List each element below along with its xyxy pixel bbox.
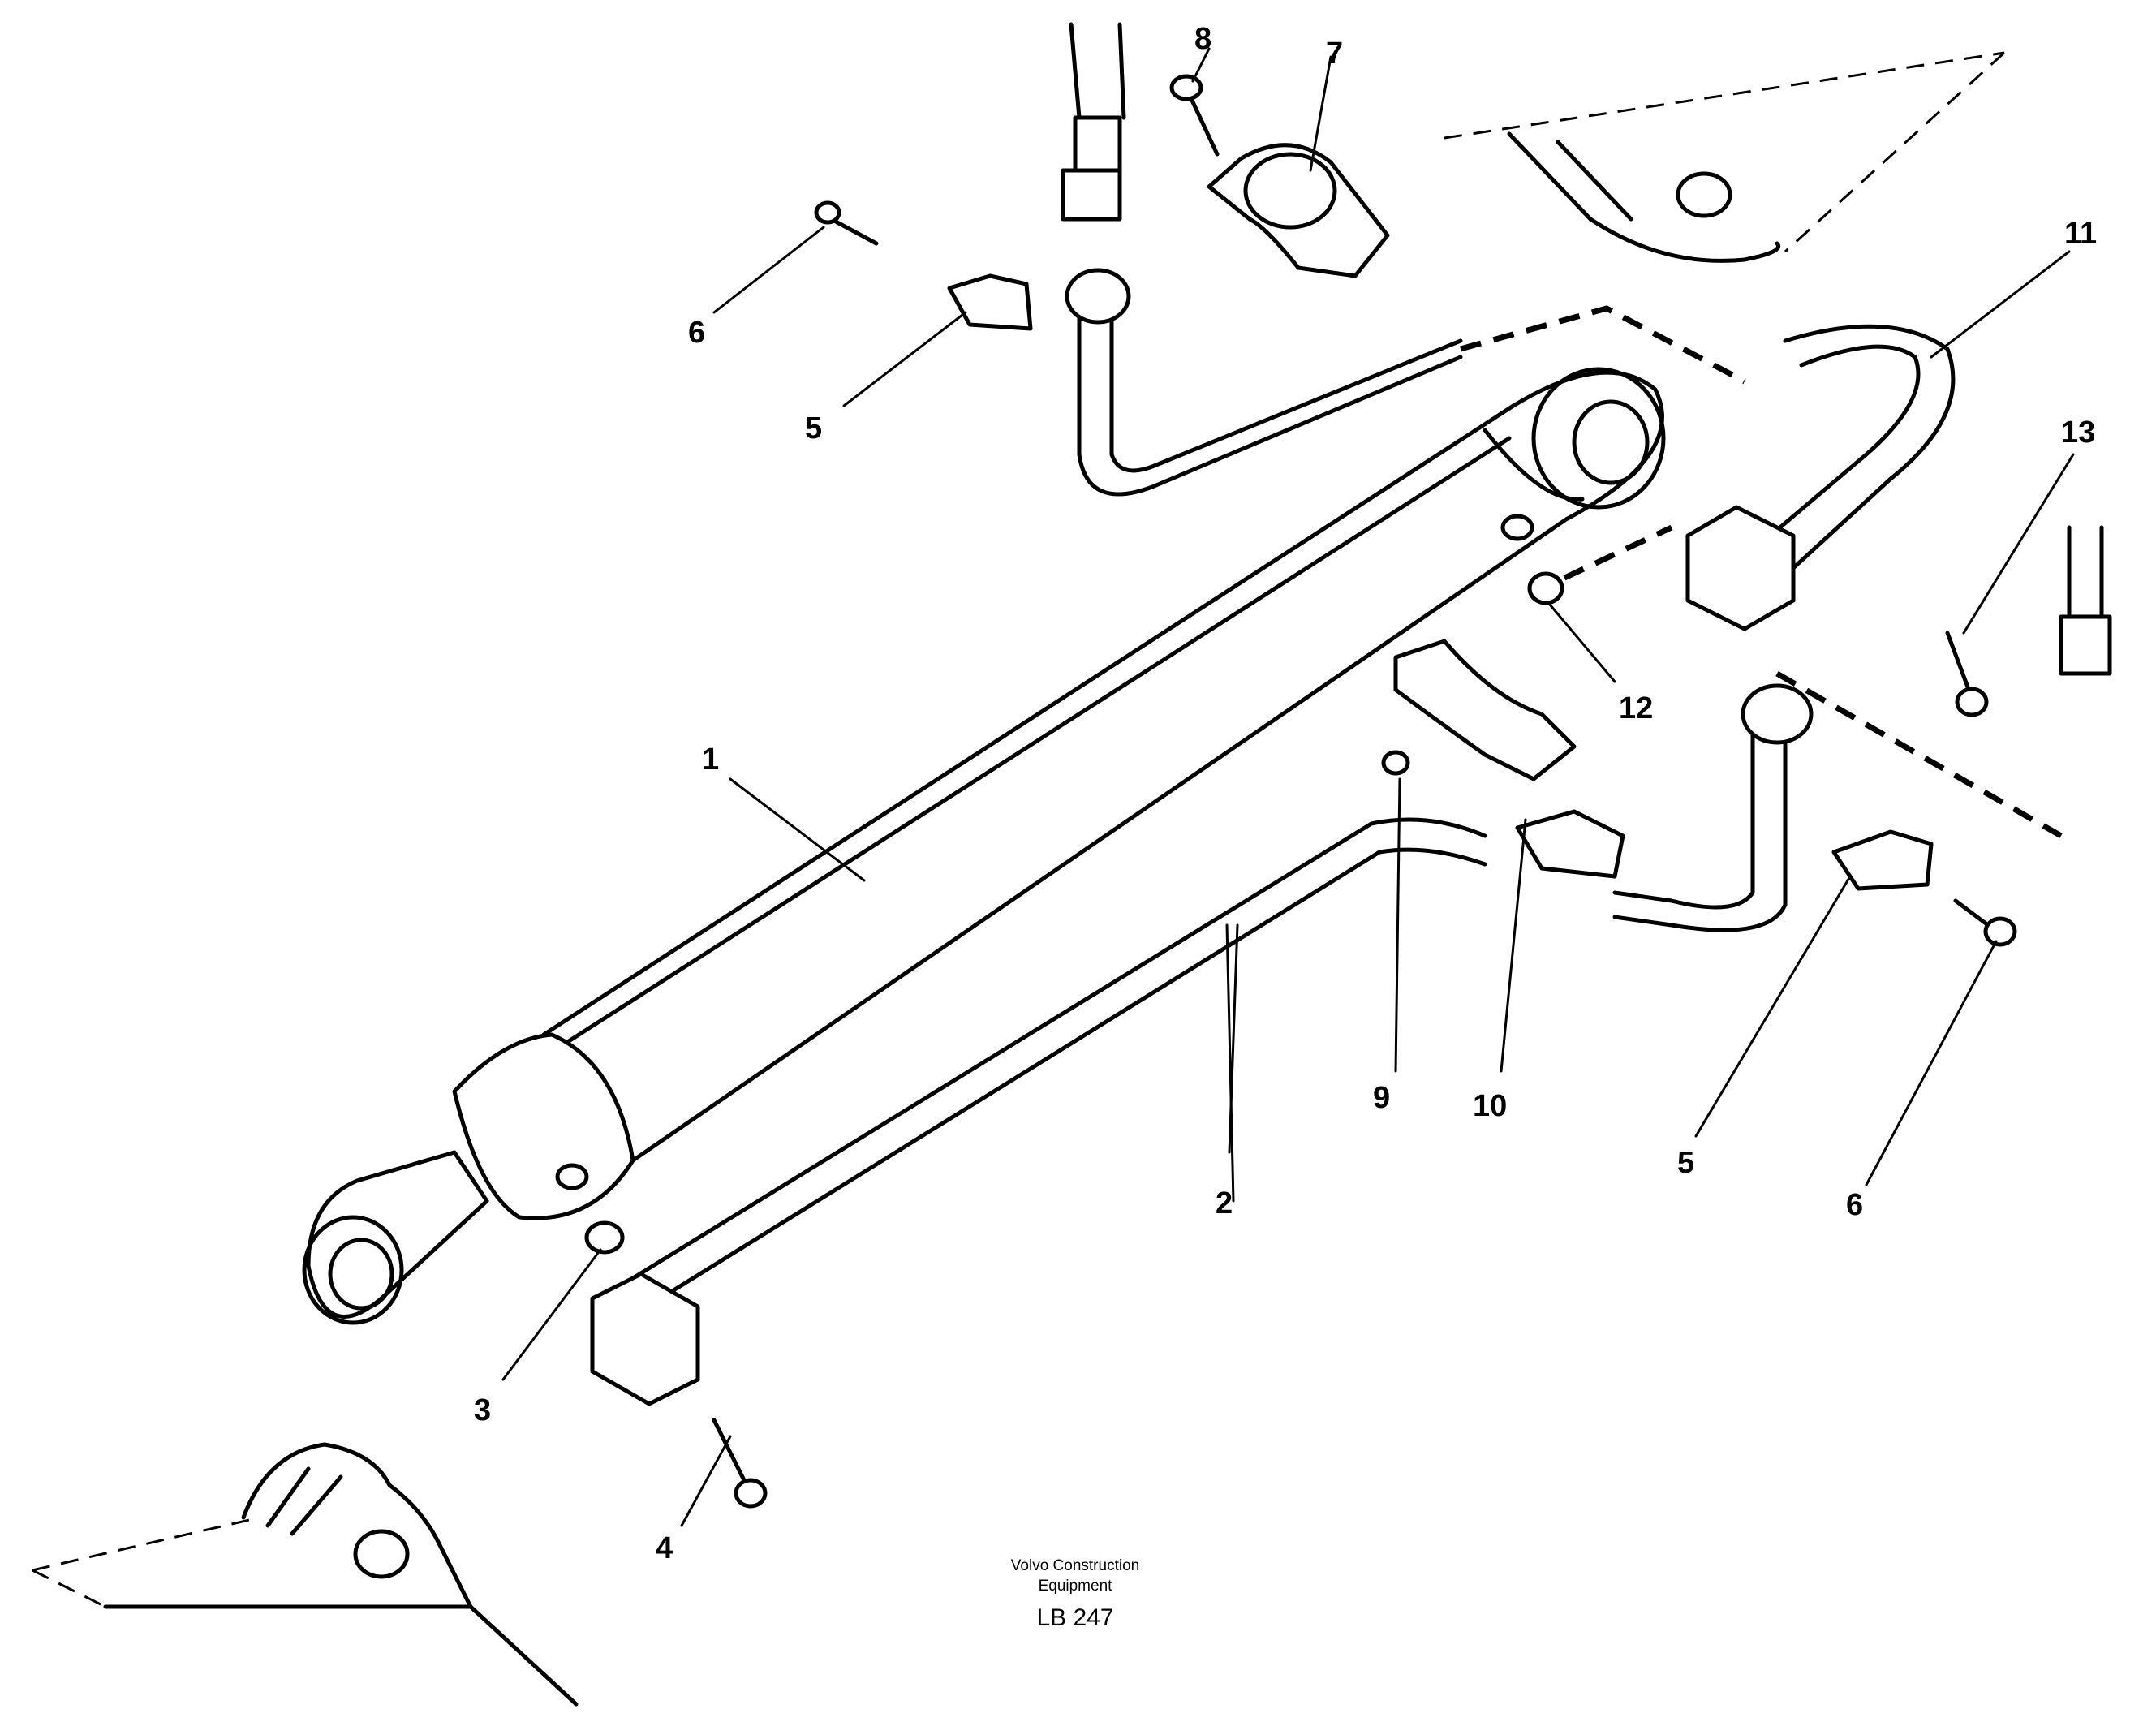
callout-5-upper: 5 [805,411,822,446]
callout-3: 3 [474,1393,491,1427]
clamp-10 [1393,639,1625,879]
callout-4: 4 [656,1531,673,1565]
bolt-6-upper [814,200,879,246]
callout-9: 9 [1373,1081,1390,1115]
footer-company-line1: Volvo Construction [1011,1557,1139,1574]
right-pipe-fitting [1612,525,2112,932]
clamp-5-upper [947,273,1033,331]
footer: Volvo Construction Equipment LB 247 [1011,1557,1139,1631]
boom-bracket-top [1444,51,2006,263]
hydraulic-cylinder [302,367,1666,1325]
block-4 [590,1272,768,1509]
callout-11: 11 [2064,217,2097,251]
callout-2: 2 [1216,1186,1233,1220]
bolt-6-lower [1953,898,2017,947]
bolt-8 [1169,74,1220,157]
callout-10: 10 [1473,1089,1507,1123]
washer-12 [1527,571,1564,605]
upper-pipe [1061,22,1463,497]
callout-7: 7 [1326,37,1343,71]
washer-3 [584,1220,625,1255]
footer-code: LB 247 [1036,1604,1113,1631]
callout-6-lower: 6 [1846,1188,1863,1222]
boom-bracket-bottom [32,1442,579,1707]
clamp-7 [1207,143,1390,278]
bolt-13 [1945,631,1989,717]
callout-labels: 1 2 3 4 5 6 7 8 9 10 11 12 13 5 6 [474,22,2097,1565]
callout-12: 12 [1619,691,1653,725]
washer-9 [1381,750,1410,776]
clamp-5-lower [1831,829,1934,891]
return-hose [1460,305,1956,596]
callout-6-upper: 6 [688,316,705,350]
footer-company-line2: Equipment [1039,1578,1113,1595]
lower-pipe [630,817,1487,1293]
callout-8: 8 [1194,22,1211,56]
block-13 [1685,505,1796,631]
callout-13: 13 [2061,415,2095,450]
leader-lines [501,47,2075,1527]
callout-1: 1 [702,743,719,777]
callout-5-lower: 5 [1677,1146,1694,1180]
